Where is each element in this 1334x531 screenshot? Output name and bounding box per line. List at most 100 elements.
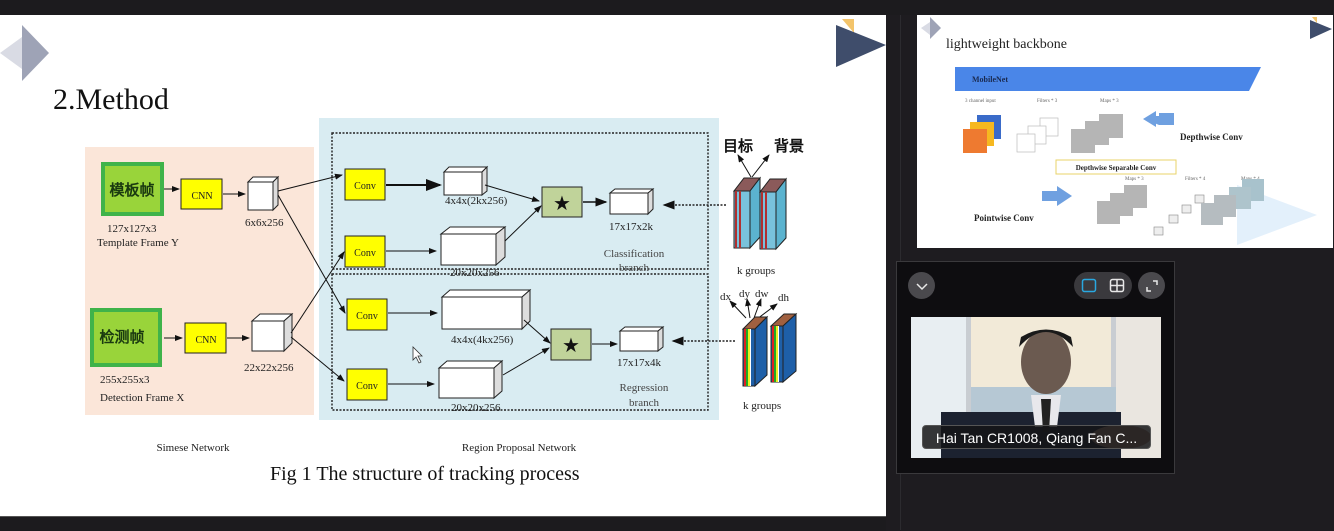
grid-view-button[interactable] — [1109, 278, 1125, 298]
mobilenet-banner — [955, 67, 1261, 91]
svg-text:Conv: Conv — [356, 381, 378, 392]
detection-cnn-block — [184, 322, 227, 354]
label-3-channel-input: 3 channel input — [965, 99, 996, 104]
bottom-bar — [0, 516, 886, 531]
cls-output-stack-1 — [732, 176, 762, 250]
chevron-down-icon — [915, 282, 928, 290]
reg-correlation-star: ★ — [562, 335, 580, 357]
cls-search-size: 20x20x256 — [450, 267, 500, 279]
top-bar: ​ — [0, 0, 1334, 15]
cls-correlation-star: ★ — [553, 193, 571, 215]
classification-branch-box — [331, 132, 709, 270]
slide-title: 2.Method — [53, 83, 169, 116]
pointwise-filters — [1153, 194, 1205, 236]
regression-branch-box — [331, 273, 709, 411]
pointwise-conv-label: Pointwise Conv — [974, 213, 1034, 223]
collapse-button[interactable] — [908, 272, 935, 299]
reg-groups-label: k groups — [743, 400, 781, 412]
reg-tag-dh: dh — [778, 292, 790, 304]
tracking-diagram: 模板帧 127x127x3 Template Frame Y CNN 6x6x2… — [85, 118, 804, 454]
pointwise-output-maps — [1201, 179, 1264, 225]
svg-text:Conv: Conv — [354, 181, 376, 192]
cls-output-cube — [608, 187, 655, 216]
detection-frame-label: 检测帧 — [99, 328, 144, 346]
template-frame-label: 模板帧 — [109, 181, 154, 199]
detection-feature-cube — [250, 312, 294, 353]
thumb-slide-title: lightweight backbone — [946, 37, 1067, 52]
cls-output-size: 17x17x2k — [609, 221, 654, 233]
pointwise-input-maps — [1097, 185, 1147, 224]
label-filters-4: Filters * 4 — [1185, 177, 1206, 182]
rpn-label: Region Proposal Network — [462, 442, 577, 454]
single-view-icon — [1081, 278, 1097, 293]
svg-text:Conv: Conv — [354, 248, 376, 259]
detection-size: 255x255x3 — [100, 374, 150, 386]
reg-tag-dw: dw — [755, 288, 769, 300]
fullscreen-button[interactable] — [1138, 272, 1165, 299]
template-cnn-block — [180, 178, 223, 210]
slide-corner-decoration-left — [0, 25, 49, 81]
cls-groups-label: k groups — [737, 265, 775, 277]
detection-cnn-label: CNN — [195, 335, 216, 346]
cls-kernel-cube — [442, 165, 489, 197]
participant-name-tag: Hai Tan CR1008, Qiang Fan C... — [922, 425, 1151, 449]
view-toggle-group — [1074, 272, 1132, 299]
cls-kernel-size: 4x4x(2kx256) — [445, 195, 508, 207]
template-size: 127x127x3 — [107, 223, 157, 235]
filter-grids — [1016, 117, 1059, 153]
mobilenet-banner-label: MobileNet — [972, 75, 1008, 84]
thumb-corner-decoration-right — [1310, 17, 1332, 39]
depthwise-maps — [1071, 114, 1123, 153]
reg-output-cube — [618, 325, 665, 353]
label-filters-3: Filters * 3 — [1037, 99, 1058, 104]
reg-tag-dy: dy — [739, 288, 751, 300]
shared-slide: 2.Method 模板帧 127x127x3 Template Frame Y … — [0, 15, 886, 516]
template-cnn-label: CNN — [191, 191, 212, 202]
siamese-network-label: Simese Network — [156, 442, 230, 454]
conv-block-cls-template: Conv — [344, 168, 386, 201]
video-panel: Hai Tan CR1008, Qiang Fan C... — [896, 261, 1175, 474]
svg-text:Conv: Conv — [356, 311, 378, 322]
reg-tag-dx: dx — [720, 291, 732, 303]
expand-icon — [1145, 279, 1158, 292]
reg-kernel-size: 4x4x(4kx256) — [451, 334, 514, 346]
slide-corner-decoration-right — [836, 19, 886, 67]
reg-output-stack-2 — [769, 312, 798, 384]
left-arrow-icon — [1143, 111, 1174, 127]
detection-frame-box — [90, 308, 162, 367]
thumb-corner-decoration-left — [921, 17, 941, 39]
template-frame-box — [101, 162, 164, 216]
cls-correlation-block — [541, 186, 583, 218]
cls-branch-label-1: Classification — [604, 248, 665, 260]
separable-conv-label: Depthwise Separable Conv — [1076, 164, 1157, 172]
template-label: Template Frame Y — [97, 237, 179, 249]
cls-search-cube — [439, 225, 507, 267]
label-maps-3b: Maps * 3 — [1125, 177, 1144, 182]
single-view-button[interactable] — [1081, 278, 1097, 298]
cls-background-tag: 背景 — [774, 137, 804, 155]
input-channel-maps — [963, 115, 1001, 153]
template-feature-size: 6x6x256 — [245, 217, 284, 229]
separable-conv-box — [1055, 159, 1177, 175]
conv-block-reg-template: Conv — [346, 298, 388, 331]
right-arrow-icon — [1042, 186, 1072, 206]
cls-target-tag: 目标 — [723, 137, 753, 155]
cls-branch-label-2: branch — [619, 262, 649, 274]
reg-kernel-cube — [440, 288, 532, 331]
next-slide-thumbnail[interactable]: lightweight backbone MobileNet 3 channel… — [917, 15, 1333, 248]
reg-branch-label-2: branch — [629, 397, 659, 409]
reg-correlation-block — [550, 328, 592, 361]
reg-output-stack-1 — [741, 315, 769, 388]
mouse-cursor — [412, 346, 423, 364]
depthwise-conv-label: Depthwise Conv — [1180, 132, 1243, 142]
reg-output-size: 17x17x4k — [617, 357, 662, 369]
participant-video[interactable]: Hai Tan CR1008, Qiang Fan C... — [911, 317, 1161, 458]
figure-caption: Fig 1 The structure of tracking process — [270, 463, 580, 485]
mobilenet-figure: MobileNet 3 channel input Filters * 3 Ma… — [955, 67, 1317, 245]
detection-feature-size: 22x22x256 — [244, 362, 294, 374]
template-feature-cube — [246, 175, 280, 212]
conv-block-cls-search: Conv — [344, 235, 386, 268]
detection-label: Detection Frame X — [100, 392, 184, 404]
reg-search-cube — [437, 359, 504, 400]
reg-search-size: 20x20x256 — [451, 402, 501, 414]
